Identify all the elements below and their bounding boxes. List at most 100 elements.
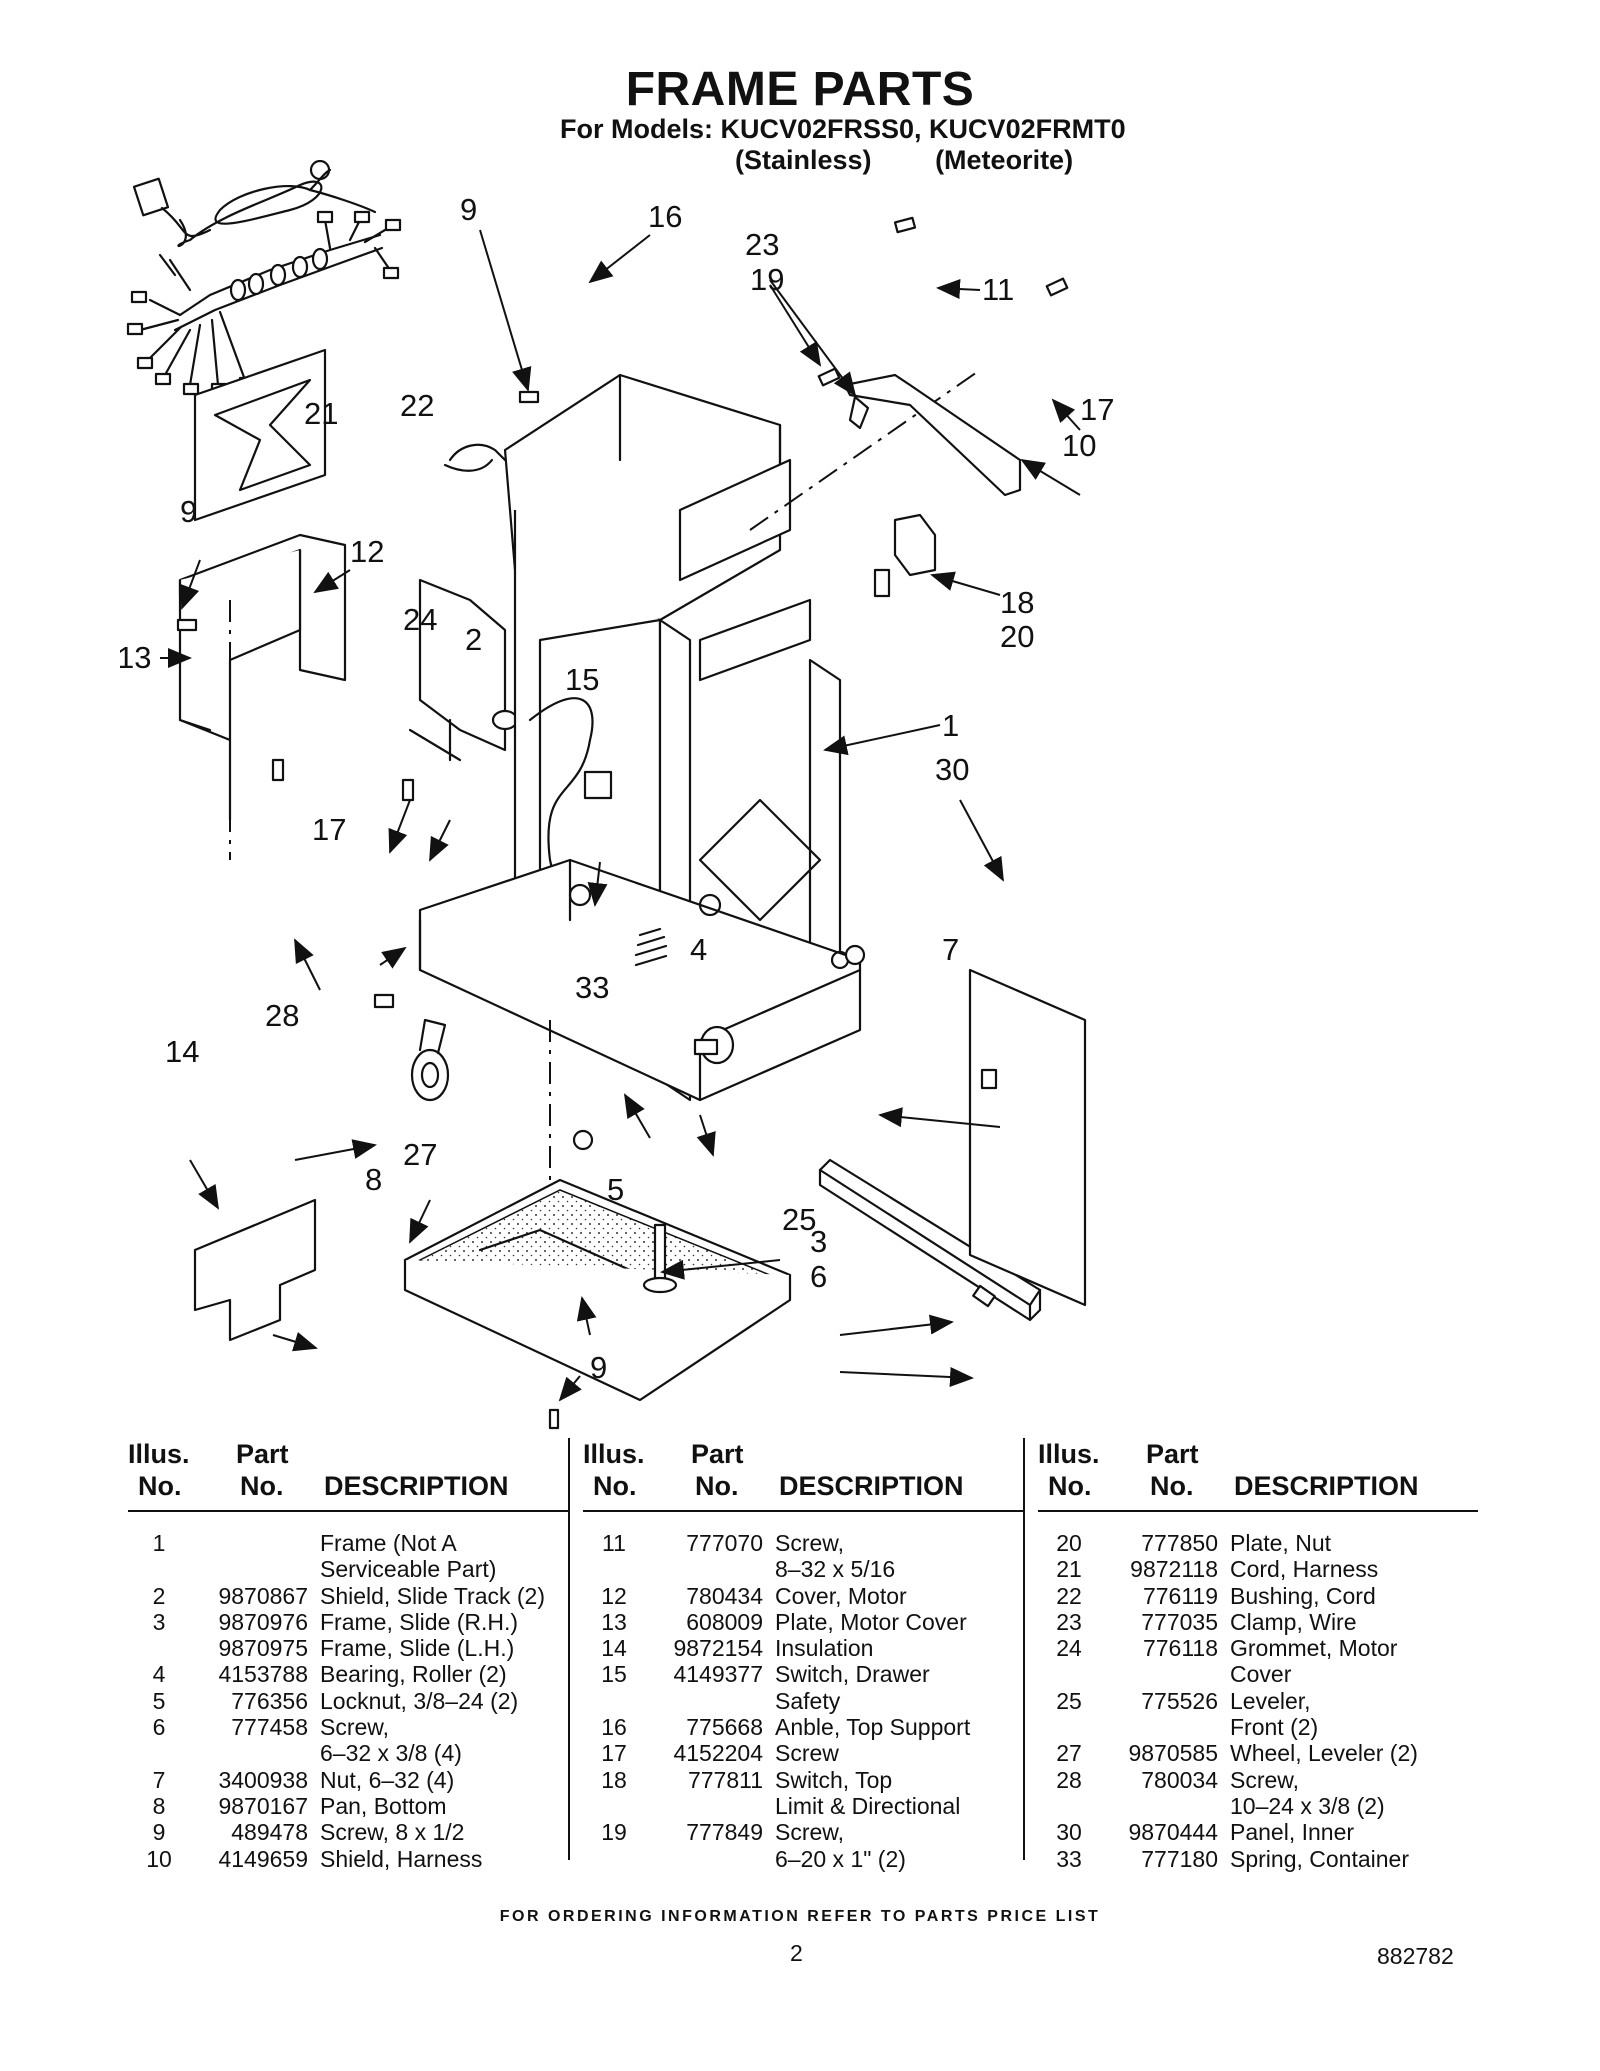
- callout-12: 12: [350, 534, 384, 569]
- callout-33: 33: [575, 970, 609, 1005]
- callout-7: 7: [942, 932, 959, 967]
- insulation-drawing: [193, 1198, 317, 1342]
- part-number: 775526: [1141, 1687, 1218, 1714]
- part-header: Part: [1146, 1439, 1199, 1469]
- illus-number: 4: [152, 1661, 166, 1688]
- part-number: 776119: [1142, 1582, 1218, 1609]
- callout-20: 20: [1000, 619, 1034, 654]
- description-header: DESCRIPTION: [324, 1471, 509, 1501]
- illus-number: [1038, 1661, 1100, 1687]
- description-header: DESCRIPTION: [1234, 1471, 1419, 1501]
- column-header: Illus. No. Part No. DESCRIPTION: [1038, 1438, 1478, 1512]
- part-number: [1100, 1714, 1218, 1740]
- callout-9b: 9: [180, 494, 197, 529]
- callout-18: 18: [1000, 585, 1034, 620]
- part-number: 489478: [231, 1819, 308, 1846]
- part-description: Leveler,: [1230, 1687, 1311, 1714]
- callout-28: 28: [265, 998, 299, 1033]
- part-number: 780434: [686, 1582, 763, 1609]
- part-number: 775668: [686, 1714, 763, 1741]
- callout-14: 14: [165, 1034, 199, 1069]
- illus-number: [583, 1556, 645, 1582]
- illus-number: [1038, 1793, 1100, 1819]
- part-number: [645, 1688, 763, 1714]
- part-description: Frame, Slide (R.H.): [320, 1608, 519, 1635]
- callout-25: 25: [782, 1202, 816, 1237]
- callout-13: 13: [120, 640, 151, 675]
- illus-number: 16: [601, 1714, 627, 1741]
- part-description: Wheel, Leveler (2): [1230, 1740, 1418, 1767]
- part-number: 4152204: [673, 1740, 763, 1767]
- part-number: 3400938: [218, 1766, 308, 1793]
- callout-11: 11: [982, 272, 1014, 307]
- part-header-no: No.: [695, 1471, 739, 1501]
- part-number: 777180: [1141, 1845, 1218, 1872]
- table-row: 10–24 x 3/8 (2): [1038, 1793, 1478, 1819]
- drawer-switch-drawing: [583, 770, 613, 800]
- callout-4: 4: [690, 932, 707, 967]
- part-description: Screw: [775, 1740, 839, 1767]
- illus-number: 14: [601, 1635, 627, 1662]
- page-number: 2: [790, 1940, 803, 1966]
- part-number: 4149377: [673, 1661, 763, 1688]
- illus-number: 10: [146, 1845, 172, 1872]
- illus-number: 15: [601, 1661, 627, 1688]
- table-row: Limit & Directional: [583, 1793, 1023, 1819]
- part-description: Cover, Motor: [775, 1582, 907, 1609]
- main-frame-drawing: [418, 369, 981, 1240]
- illus-number: 23: [1056, 1608, 1082, 1635]
- models-line: For Models: KUCV02FRSS0, KUCV02FRMT0: [560, 114, 1126, 144]
- illus-header-no: No.: [593, 1471, 637, 1501]
- part-number: 9870975: [218, 1635, 308, 1662]
- illus-number: 8: [152, 1792, 166, 1819]
- callout-15: 15: [565, 662, 599, 697]
- part-description: Bearing, Roller (2): [320, 1661, 507, 1688]
- part-number: 9870444: [1128, 1819, 1218, 1846]
- wheel-leveler-drawing: [410, 1018, 450, 1102]
- part-description: 6–20 x 1" (2): [775, 1845, 906, 1872]
- part-number: 9870585: [1128, 1740, 1218, 1767]
- motor-cover-drawing: [178, 533, 347, 860]
- inner-panel-drawing: [968, 968, 1087, 1307]
- page-title: FRAME PARTS: [625, 63, 975, 116]
- part-description: Spring, Container: [1230, 1845, 1409, 1872]
- illus-header: Illus.: [583, 1439, 645, 1469]
- variant-stainless: (Stainless): [735, 145, 872, 175]
- part-number: [645, 1793, 763, 1819]
- slide-track-shield-drawing: [408, 578, 507, 762]
- part-number: 608009: [686, 1608, 763, 1635]
- part-description: Shield, Slide Track (2): [320, 1582, 545, 1609]
- part-number: 9870976: [218, 1608, 308, 1635]
- part-description: Cover: [1230, 1661, 1292, 1688]
- document-number: 882782: [1377, 1943, 1454, 1969]
- illus-number: [583, 1793, 645, 1819]
- callout-24: 24: [403, 602, 437, 637]
- callout-9a: 9: [460, 192, 477, 227]
- illus-number: 30: [1056, 1819, 1082, 1846]
- callout-2: 2: [465, 622, 482, 657]
- part-number: 9870867: [218, 1582, 308, 1609]
- part-description: Plate, Nut: [1230, 1530, 1331, 1556]
- cord-bushing-drawing: [443, 443, 507, 472]
- illus-number: 5: [152, 1687, 166, 1714]
- part-description: Screw,: [320, 1714, 390, 1741]
- table-row: Cover: [1038, 1661, 1478, 1687]
- part-description: 10–24 x 3/8 (2): [1230, 1792, 1385, 1819]
- part-number: 776356: [231, 1687, 308, 1714]
- part-description: Frame, Slide (L.H.): [320, 1635, 515, 1662]
- illus-number: 6: [152, 1714, 166, 1741]
- part-number: [190, 1556, 308, 1582]
- illus-header: Illus.: [1038, 1439, 1100, 1469]
